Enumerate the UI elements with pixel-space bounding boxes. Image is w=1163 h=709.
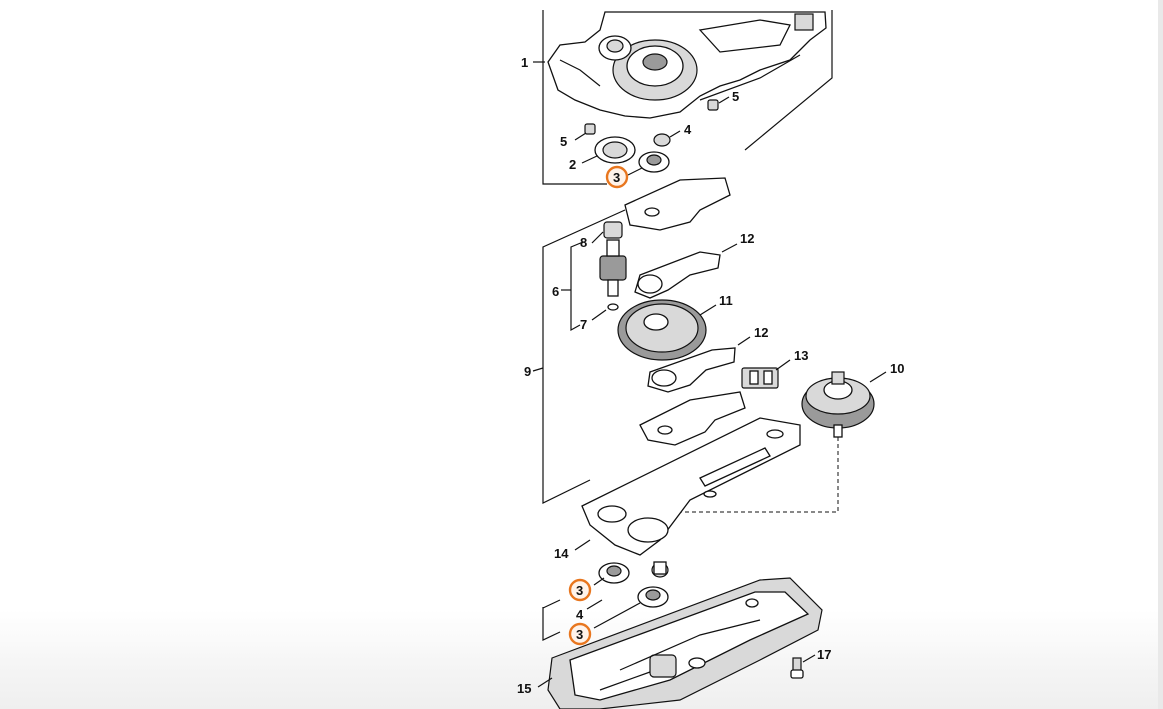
callout-highlight-ring bbox=[605, 165, 629, 189]
callout-3-highlighted[interactable]: 3 bbox=[576, 627, 583, 642]
part-base bbox=[537, 577, 823, 709]
part-gasket bbox=[574, 417, 801, 556]
callout-1: 1 bbox=[521, 55, 528, 70]
part-lower-bearings bbox=[542, 561, 669, 629]
callout-4: 4 bbox=[684, 122, 692, 137]
callout-highlight-ring bbox=[568, 622, 592, 646]
callout-9: 9 bbox=[524, 364, 531, 379]
part-drive-wheel bbox=[654, 371, 887, 530]
part-screw bbox=[790, 654, 816, 679]
callout-7: 7 bbox=[580, 317, 587, 332]
callout-2: 2 bbox=[569, 157, 576, 172]
scrollbar-track[interactable] bbox=[1158, 0, 1163, 709]
part-clip bbox=[741, 359, 791, 389]
callout-14: 14 bbox=[554, 546, 569, 561]
callout-17: 17 bbox=[817, 647, 831, 662]
bracket-group-9 bbox=[542, 209, 626, 504]
callout-8: 8 bbox=[580, 235, 587, 250]
callout-5: 5 bbox=[560, 134, 567, 149]
callout-6: 6 bbox=[552, 284, 559, 299]
part-lever-lower bbox=[647, 336, 751, 393]
part-pins-and-bearings bbox=[574, 96, 730, 176]
part-lever-upper bbox=[634, 243, 738, 299]
part-pinion-assembly bbox=[570, 221, 627, 332]
callout-3-highlighted[interactable]: 3 bbox=[576, 583, 583, 598]
part-plate-upper bbox=[624, 177, 731, 231]
callout-10: 10 bbox=[890, 361, 904, 376]
callout-3-highlighted[interactable]: 3 bbox=[613, 170, 620, 185]
callout-12: 12 bbox=[754, 325, 768, 340]
callout-4: 4 bbox=[576, 607, 584, 622]
callout-13: 13 bbox=[794, 348, 808, 363]
callout-5: 5 bbox=[732, 89, 739, 104]
part-gear bbox=[617, 299, 717, 361]
callout-11: 11 bbox=[719, 293, 733, 308]
callout-15: 15 bbox=[517, 681, 531, 696]
part-housing bbox=[542, 10, 833, 185]
callout-12: 12 bbox=[740, 231, 754, 246]
callout-highlight-ring bbox=[568, 578, 592, 602]
